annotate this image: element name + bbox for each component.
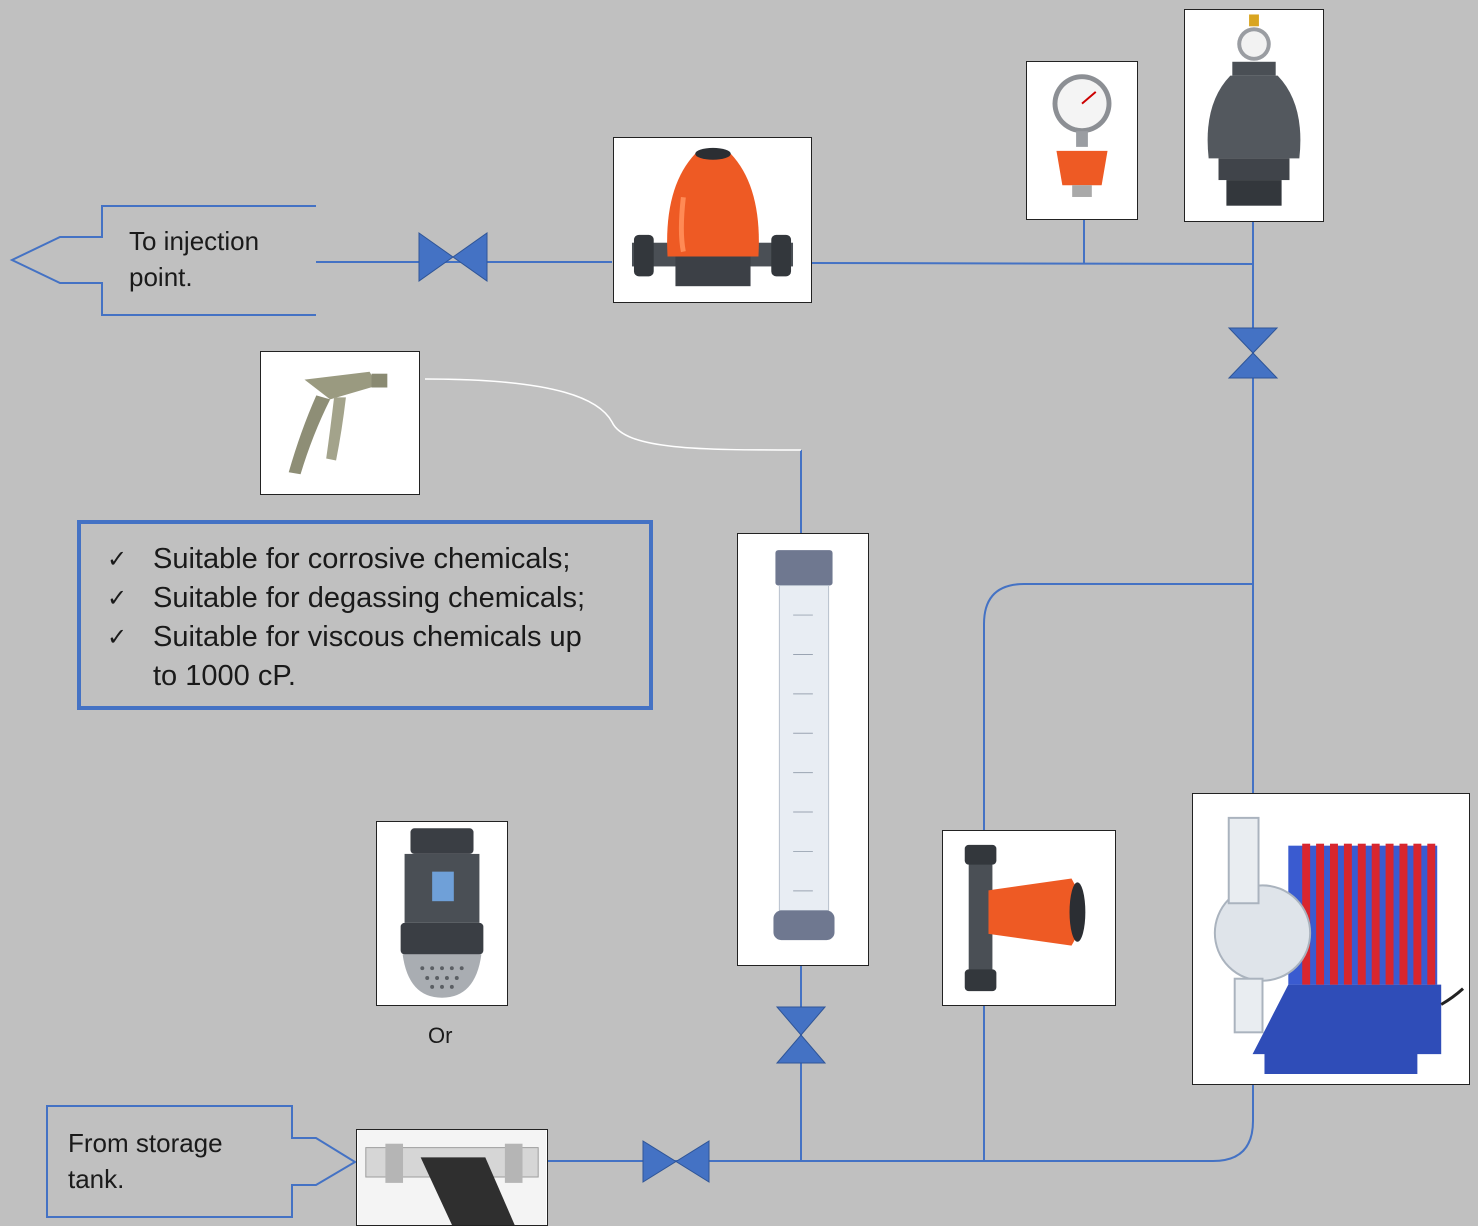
back-pressure-valve-card[interactable]	[613, 137, 812, 303]
or-label: Or	[428, 1023, 453, 1048]
check-icon: ✓	[107, 584, 128, 612]
valve-column[interactable]	[775, 1006, 827, 1064]
pressure-relief-valve-icon	[964, 844, 1086, 992]
pipe-relief-loop	[983, 583, 1253, 830]
pipe-header-right	[811, 262, 1254, 265]
metering-pump-icon	[1213, 816, 1465, 1075]
back-pressure-valve-icon	[631, 147, 794, 287]
pipe-pump-suction	[548, 1085, 1254, 1162]
foot-valve-icon	[400, 828, 484, 998]
hand-pump-hose	[424, 378, 802, 451]
pressure-gauge-card[interactable]	[1026, 61, 1138, 220]
check-icon: ✓	[107, 545, 128, 573]
calibration-column-icon	[773, 550, 835, 941]
metering-pump-card[interactable]	[1192, 793, 1470, 1085]
valve-riser[interactable]	[1227, 327, 1279, 379]
pressure-relief-valve-card[interactable]	[942, 830, 1116, 1006]
to-injection-label: To injection point.	[129, 226, 260, 292]
pulsation-dampener-card[interactable]	[1184, 9, 1324, 222]
feature-text: Suitable for degassing chemicals;	[153, 582, 586, 614]
foot-valve-card[interactable]	[376, 821, 508, 1006]
valve-discharge[interactable]	[418, 232, 488, 282]
y-strainer-icon	[357, 1130, 547, 1225]
feature-item: ✓ Suitable for viscous chemicals up to 10…	[107, 618, 649, 696]
hand-pump-icon	[288, 371, 388, 475]
arrow-to-injection	[9, 205, 316, 316]
feature-text: Suitable for corrosive chemicals;	[153, 543, 571, 575]
feature-text: Suitable for viscous chemicals up to 100…	[153, 621, 582, 692]
feature-item: ✓ Suitable for degassing chemicals;	[107, 579, 649, 618]
pressure-gauge-icon	[1052, 74, 1112, 197]
hand-pump-card[interactable]	[260, 351, 420, 495]
from-storage-label: From storage tank.	[68, 1128, 223, 1194]
check-icon: ✓	[107, 623, 128, 651]
features-box: ✓ Suitable for corrosive chemicals; ✓ Suit…	[77, 520, 653, 710]
arrow-from-storage	[46, 1105, 357, 1218]
feature-item: ✓ Suitable for corrosive chemicals;	[107, 540, 649, 579]
calibration-column-card[interactable]	[737, 533, 869, 966]
pulsation-dampener-icon	[1207, 14, 1301, 206]
valve-suction[interactable]	[642, 1140, 710, 1183]
y-strainer-card[interactable]	[356, 1129, 548, 1226]
